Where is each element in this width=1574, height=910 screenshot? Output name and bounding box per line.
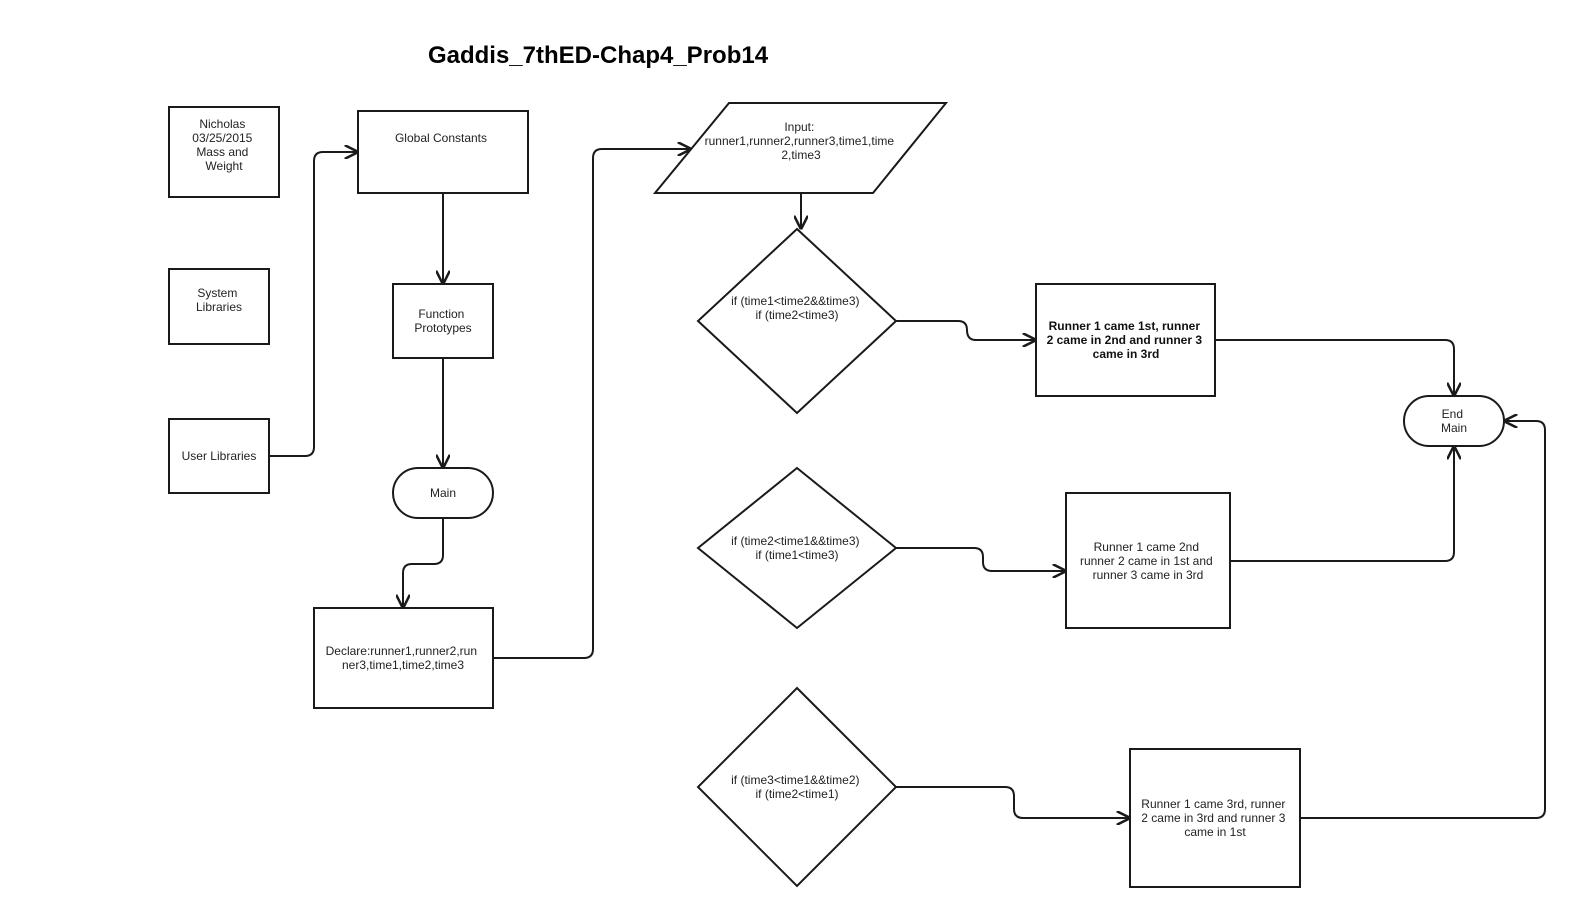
global-constants-box: Global Constants (357, 110, 529, 194)
decision-1-diamond: if (time1<time2&&time3) if (time2<time3) (696, 227, 898, 415)
system-libraries-box: System Libraries (168, 268, 270, 345)
svg-text:Function Prototypes: Function Prototypes (414, 307, 471, 335)
svg-text:System Libraries: System Libraries (196, 286, 242, 314)
edge-decision1-to-result1 (896, 320, 1035, 340)
svg-text:Declare:runner1,runner2,run: Declare:runner1,runner2,run ner3,time1,t… (326, 644, 481, 672)
svg-text:Runner 1 came 3rd, runner: Runner 1 came 3rd, runner 2 came in 3rd … (1141, 797, 1288, 839)
decision-2-diamond: if (time2<time1&&time3) if (time1<time3) (696, 466, 898, 630)
svg-text:Runner 1 came 2nd runner: Runner 1 came 2nd runner 2 came in 1st a… (1080, 540, 1216, 582)
end-main-terminator: End Main (1403, 395, 1505, 447)
decision-3-diamond: if (time3<time1&&time2) if (time2<time1) (696, 686, 898, 888)
edge-main-to-declare (403, 518, 444, 607)
edge-declare-to-input (493, 149, 690, 659)
svg-text:User Libraries: User Libraries (182, 449, 257, 463)
svg-text:Global Constants: Global Constants (395, 131, 487, 145)
author-box: Nicholas 03/25/2015 Mass and Weight (168, 106, 280, 198)
edge-decision3-to-result3 (896, 786, 1129, 818)
edge-decision2-to-result2 (896, 547, 1065, 571)
declare-box: Declare:runner1,runner2,run ner3,time1,t… (313, 607, 494, 709)
svg-text:if (time1<time2&&time3): if (time1<time2&&time3) if (time2<time3) (731, 294, 863, 322)
result-2-box: Runner 1 came 2nd runner 2 came in 1st a… (1065, 492, 1231, 629)
edge-result2-to-end (1230, 447, 1454, 562)
result-3-box: Runner 1 came 3rd, runner 2 came in 3rd … (1129, 748, 1301, 888)
edge-result1-to-end (1215, 339, 1454, 395)
input-parallelogram: Input: runner1,runner2,runner3,time1,tim… (652, 102, 949, 194)
svg-text:Nicholas 03/25/2015: Nicholas 03/25/2015 Mass and Weight (192, 117, 255, 173)
function-prototypes-box: Function Prototypes (392, 283, 494, 359)
svg-text:Runner 1 came 1st, runner: Runner 1 came 1st, runner 2 came in 2nd … (1047, 319, 1206, 361)
svg-text:if (time3<time1&&time2): if (time3<time1&&time2) if (time2<time1) (731, 773, 863, 801)
user-libraries-box: User Libraries (168, 418, 270, 494)
svg-text:End Main: End Main (1441, 407, 1467, 435)
edge-user-libraries-to-global-constants (269, 152, 357, 457)
svg-text:Main: Main (430, 486, 456, 500)
result-1-box: Runner 1 came 1st, runner 2 came in 2nd … (1035, 283, 1216, 397)
svg-text:if (time2<time1&&time3): if (time2<time1&&time3) if (time1<time3) (731, 534, 863, 562)
svg-text:Input: runner1,runner2,r: Input: runner1,runner2,runner3,time1,tim… (705, 120, 898, 162)
main-terminator: Main (392, 467, 494, 519)
edge-result3-to-end (1300, 421, 1546, 819)
diagram-title: Gaddis_7thED-Chap4_Prob14 (428, 42, 769, 69)
